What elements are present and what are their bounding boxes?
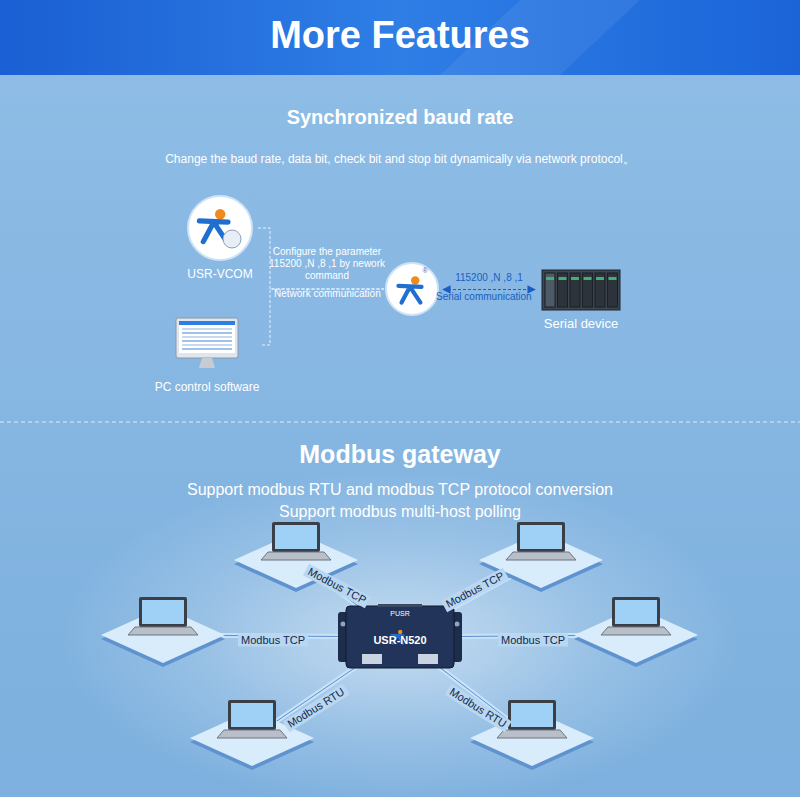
pc-monitor: PC control software bbox=[152, 316, 262, 394]
plc-led bbox=[596, 277, 604, 280]
edge-label: 115200 ,N ,8 ,1 bbox=[455, 272, 523, 283]
monitor-drawing bbox=[152, 316, 262, 374]
registered-mark: ® bbox=[397, 267, 453, 275]
node-label: PC control software bbox=[152, 380, 262, 394]
laptop-base bbox=[261, 552, 331, 560]
laptop-screen bbox=[275, 525, 317, 549]
laptop-screen bbox=[520, 525, 562, 549]
logo-head bbox=[398, 630, 402, 634]
software-icon: USR-VCOM bbox=[182, 193, 258, 281]
caption-text: Change the baud rate, data bit, check bi… bbox=[0, 151, 800, 168]
monitor-stand bbox=[199, 358, 215, 368]
drawing-stroke bbox=[341, 622, 346, 627]
plc-body bbox=[542, 270, 620, 310]
laptop-base bbox=[506, 552, 576, 560]
plc-module bbox=[558, 273, 568, 307]
drawing-stroke bbox=[182, 332, 232, 334]
page-title: More Features bbox=[0, 14, 800, 57]
plc-module bbox=[545, 273, 555, 307]
icon-ring bbox=[188, 196, 252, 260]
drawing-stroke bbox=[182, 340, 232, 342]
plc-module bbox=[608, 273, 618, 307]
laptop-base bbox=[128, 627, 198, 635]
cd-badge bbox=[223, 230, 241, 248]
serial-port bbox=[418, 654, 438, 664]
gateway-device: PUSRUSR-N520 bbox=[338, 604, 462, 670]
plc-led bbox=[571, 277, 579, 280]
logo-circle bbox=[384, 261, 440, 317]
laptop-screen-frame bbox=[612, 597, 660, 627]
logo-head bbox=[411, 276, 419, 284]
screen-bar bbox=[179, 321, 235, 325]
drawing-stroke bbox=[455, 622, 460, 627]
logo-ring bbox=[386, 263, 438, 315]
laptop-screen-frame bbox=[517, 522, 565, 552]
caption-text: Network communication bbox=[274, 288, 381, 299]
plc-drawing bbox=[538, 268, 624, 312]
model-label: USR-N520 bbox=[338, 618, 462, 647]
plc-device: Serial device bbox=[538, 268, 624, 331]
section-divider bbox=[0, 422, 800, 423]
caption-text: Serial communication bbox=[436, 291, 532, 302]
link-label: Modbus TCP bbox=[238, 634, 308, 647]
plc-led bbox=[609, 277, 617, 280]
laptop-screen-frame bbox=[228, 700, 276, 730]
monitor-frame bbox=[176, 318, 238, 358]
section-heading: Synchronized baud rate bbox=[0, 106, 800, 129]
plc-module bbox=[583, 273, 593, 307]
logo-head bbox=[215, 209, 225, 219]
icon-circle bbox=[182, 193, 258, 263]
header-band bbox=[0, 0, 800, 75]
connector bbox=[262, 289, 384, 345]
plc-led bbox=[559, 277, 567, 280]
connector bbox=[443, 289, 535, 290]
caption-text: Support modbus multi-host polling bbox=[0, 503, 800, 521]
laptop-base bbox=[497, 730, 567, 738]
laptop-screen-frame bbox=[272, 522, 320, 552]
plc-module bbox=[595, 273, 605, 307]
laptop-group bbox=[101, 522, 698, 770]
laptop-screen bbox=[511, 703, 553, 727]
drawing-stroke bbox=[182, 328, 232, 330]
drawing-stroke bbox=[182, 336, 232, 338]
plc-led bbox=[584, 277, 592, 280]
drawing-stroke bbox=[182, 344, 232, 346]
section-heading: Modbus gateway bbox=[0, 440, 800, 469]
node-label: USR-VCOM bbox=[182, 267, 258, 281]
laptop-screen bbox=[231, 703, 273, 727]
drawing-stroke bbox=[182, 348, 232, 350]
laptop-base bbox=[601, 627, 671, 635]
caption-text: Support modbus RTU and modbus TCP protoc… bbox=[0, 481, 800, 499]
logo-figure bbox=[398, 286, 421, 303]
serial-port bbox=[362, 654, 382, 664]
monitor-screen bbox=[179, 321, 235, 353]
converter-logo: ® bbox=[384, 261, 440, 317]
terminal-block bbox=[378, 604, 422, 607]
laptop-screen-frame bbox=[139, 597, 187, 627]
link-label: Modbus TCP bbox=[498, 634, 568, 647]
laptop-screen-frame bbox=[508, 700, 556, 730]
laptop-screen bbox=[142, 600, 184, 624]
node-label: Serial device bbox=[538, 316, 624, 331]
laptop-screen bbox=[615, 600, 657, 624]
plc-led bbox=[546, 277, 554, 280]
caption-text: Configure the parameter 115200 ,N ,8 ,1 … bbox=[268, 246, 386, 282]
plc-module bbox=[570, 273, 580, 307]
laptop-base bbox=[217, 730, 287, 738]
